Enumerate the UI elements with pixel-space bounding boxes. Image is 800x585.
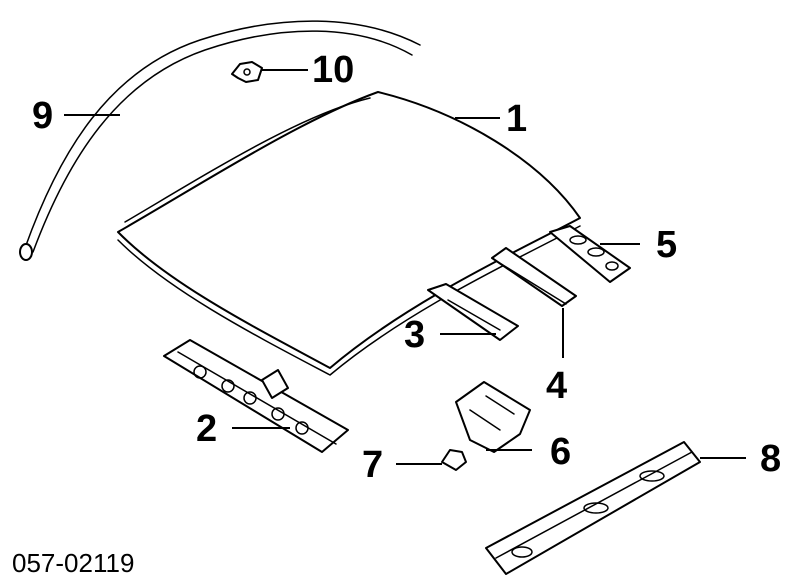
part-3-front-roof-bow [427,283,519,341]
callout-5: 5 [656,224,677,266]
leader-lines [64,69,746,465]
callout-8: 8 [760,438,781,480]
callout-6: 6 [550,431,571,473]
callout-9: 9 [32,95,53,137]
part-5-rear-roof-bow [549,225,631,283]
callout-4: 4 [546,365,567,407]
part-4-roof-bow [491,247,577,307]
callout-3: 3 [404,314,425,356]
part-9-roof-molding [19,20,421,261]
callout-7: 7 [362,444,383,486]
callout-2: 2 [196,408,217,450]
callout-10: 10 [312,49,354,91]
callout-1: 1 [506,98,527,140]
diagram-code: 057-02119 [12,548,134,578]
part-7-clip [441,449,467,471]
part-2-front-header [163,339,349,453]
part-10-clip [231,61,263,83]
part-8-rear-header [485,441,701,575]
part-6-bracket [455,381,531,453]
callout-labels: 1 2 3 4 5 6 7 8 9 10 [32,49,781,486]
